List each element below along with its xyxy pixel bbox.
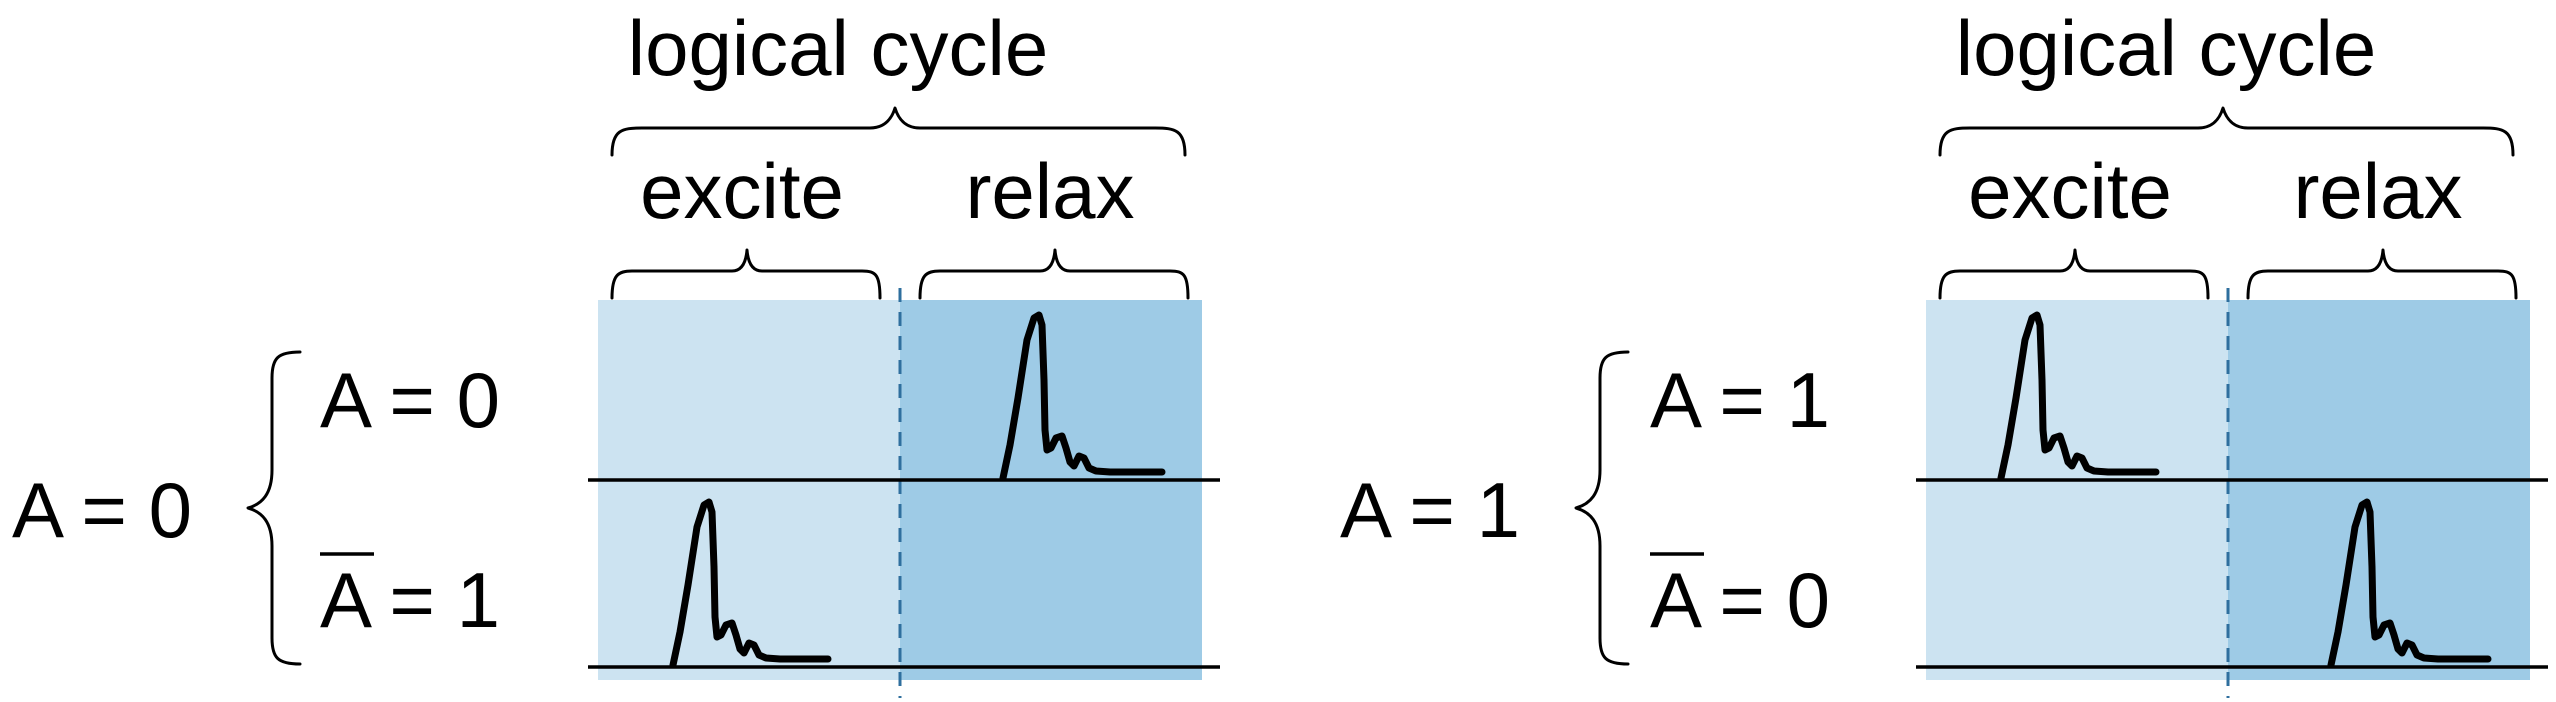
logical-cycle-label: logical cycle [628,4,1049,92]
input-label: A = 0 [12,466,192,554]
input-label: A = 1 [1340,466,1520,554]
panel-input-a1: logical cycle excite relax A = 1 A = 1 A… [1340,4,2548,698]
spike-pulse [2327,498,2492,669]
excite-phase-panel [1926,300,2228,680]
logical-cycle-label: logical cycle [1956,4,2377,92]
row-a-bar-state-label: A = 1 [320,556,500,644]
spike-pulse [1997,311,2160,482]
spike-pulse [669,498,832,669]
excite-phase-panel [598,300,900,680]
panel-input-a0: logical cycle excite relax A = 0 A = 0 A… [12,4,1220,698]
excite-label: excite [640,147,844,235]
logical-cycle-brace [1938,106,2515,157]
relax-label: relax [2293,147,2462,235]
spike-pulse [999,311,1166,482]
row-a-state-label: A = 1 [1650,356,1830,444]
excite-label: excite [1968,147,2172,235]
relax-label: relax [965,147,1134,235]
state-brace [1574,350,1630,666]
excite-brace [610,248,882,300]
row-a-state-label: A = 0 [320,356,500,444]
relax-brace [918,248,1190,300]
row-a-bar-state-label: A = 0 [1650,556,1830,644]
state-brace [246,350,302,666]
excite-brace [1938,248,2210,300]
relax-brace [2246,248,2518,300]
relax-phase-panel [2228,300,2530,680]
logical-cycle-brace [610,106,1187,157]
relax-phase-panel [900,300,1202,680]
